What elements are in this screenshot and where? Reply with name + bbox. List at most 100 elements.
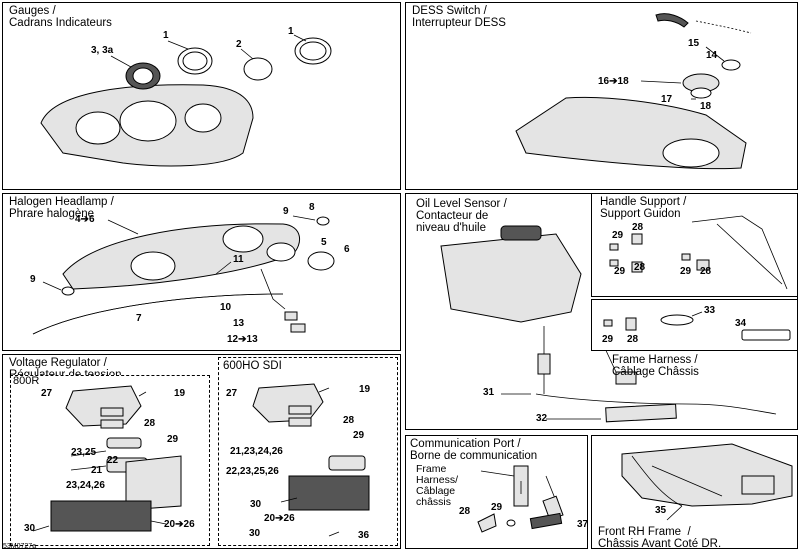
headlamp-label-10: 10 <box>220 302 232 313</box>
oil-sensor-title: Oil Level Sensor / Contacteur de niveau … <box>416 198 507 234</box>
v800r-label-23-24-26: 23,24,26 <box>66 480 105 491</box>
v600-label-36: 36 <box>358 530 370 541</box>
gauges-label-3-3a: 3, 3a <box>91 45 114 56</box>
handle-support-drawing <box>609 215 788 290</box>
front-frame-panel: Front RH Frame / Châssis Avant Coté DR. … <box>591 435 798 550</box>
tube-34 <box>741 329 791 341</box>
drawing-code: 53M0727a <box>3 543 37 550</box>
v600-label-30a: 30 <box>250 499 262 510</box>
headlamp-label-4-6: 4➔6 <box>75 214 95 225</box>
headlamp-label-13: 13 <box>233 318 245 329</box>
dess-label-17: 17 <box>661 94 673 105</box>
handle-support-title: Handle Support / Support Guidon <box>600 196 687 220</box>
gauge-opening-left <box>75 111 121 145</box>
v600-label-28: 28 <box>343 415 355 426</box>
handle-label-28a: 28 <box>632 222 644 233</box>
clip-17 <box>690 87 712 99</box>
comm-label-37: 37 <box>577 519 589 530</box>
gauges-label-2: 2 <box>236 39 242 50</box>
gauge-opening-right <box>184 103 222 133</box>
handle-label-28b: 28 <box>634 262 646 273</box>
v800r-label-21: 21 <box>91 465 103 476</box>
v800r-label-28: 28 <box>144 418 156 429</box>
v600-label-19: 19 <box>359 384 371 395</box>
part-28 <box>477 513 497 533</box>
headlamp-label-9b: 9 <box>30 274 36 285</box>
frame-harness-title: Frame Harness / Câblage Châssis <box>612 354 699 378</box>
v600-label-21-23-24-26: 21,23,24,26 <box>230 446 283 457</box>
comm-port-harness-label: Frame Harness/ Câblage châssis <box>416 463 459 508</box>
v600-title: 600HO SDI <box>223 360 282 372</box>
headlamp-drawing <box>32 215 335 335</box>
v800r-drawing <box>32 385 182 532</box>
headlamp-label-9a: 9 <box>283 206 289 217</box>
gauge-opening-center <box>119 100 177 142</box>
v600-label-20-26: 20➔26 <box>264 513 295 524</box>
dess-label-15: 15 <box>688 38 700 49</box>
headlamp-housing <box>62 223 301 290</box>
tether-cord-15 <box>655 13 689 28</box>
v600-label-29: 29 <box>353 430 365 441</box>
comm-port-drawing <box>477 465 564 533</box>
gauges-label-1b: 1 <box>288 26 294 37</box>
dess-label-14: 14 <box>706 50 718 61</box>
v800r-title: 800R <box>13 375 40 387</box>
v800r-label-20-26: 20➔26 <box>164 519 195 530</box>
oil-label-31: 31 <box>483 387 495 398</box>
headlamp-label-8: 8 <box>309 202 315 213</box>
tie-wrap-33 <box>660 314 694 326</box>
comm-label-29: 29 <box>491 502 503 513</box>
v600-label-27: 27 <box>226 388 238 399</box>
v600-label-22-23-25-26: 22,23,25,26 <box>226 466 279 477</box>
v800r-label-23-25: 23,25 <box>71 447 97 458</box>
headlamp-panel: Halogen Headlamp / Phrare halogène 8 4➔6… <box>2 193 401 351</box>
kit-panel: 33 34 29 28 <box>591 299 798 351</box>
handle-label-29a: 29 <box>612 230 624 241</box>
v800r-label-30: 30 <box>24 523 36 534</box>
headlamp-label-7: 7 <box>136 313 142 324</box>
headlamp-label-12-13: 12➔13 <box>227 334 258 345</box>
bulb-5 <box>266 242 296 262</box>
v800r-subpanel: 800R 27 19 28 29 23,25 22 21 23,24,26 30… <box>10 375 210 546</box>
v800r-label-29: 29 <box>167 434 179 445</box>
front-label-35: 35 <box>655 505 667 516</box>
handle-support-panel: Handle Support / Support Guidon 29 28 28… <box>591 193 798 297</box>
v800r-label-27: 27 <box>41 388 53 399</box>
gauges-panel: Gauges / Cadrans Indicateurs 1 3, 3a 2 1 <box>2 2 401 190</box>
kit-drawing <box>603 311 791 341</box>
oil-sensor-drawing <box>440 225 777 423</box>
front-frame-title: Front RH Frame / Châssis Avant Coté DR. <box>598 526 722 550</box>
nut-14 <box>721 59 741 71</box>
nut-8 <box>316 216 330 226</box>
headlamp-title: Halogen Headlamp / Phrare halogène <box>9 196 114 220</box>
kit-label-34: 34 <box>735 318 747 329</box>
headlamp-label-5: 5 <box>321 237 327 248</box>
gauges-label-1a: 1 <box>163 30 169 41</box>
v600-label-30b: 30 <box>249 528 261 539</box>
v800r-label-19: 19 <box>174 388 186 399</box>
headlamp-label-11: 11 <box>233 254 244 265</box>
kit-label-33: 33 <box>704 305 716 316</box>
dess-title: DESS Switch / Interrupteur DESS <box>412 5 506 29</box>
comm-port-title: Communication Port / Borne de communicat… <box>410 438 538 462</box>
gauges-drawing <box>40 34 332 167</box>
handle-label-29c: 29 <box>680 266 692 277</box>
dess-label-16-18: 16➔18 <box>598 76 629 87</box>
oil-tank <box>440 233 582 323</box>
comm-port-panel: Communication Port / Borne de communicat… <box>405 435 588 549</box>
oil-label-32: 32 <box>536 413 548 424</box>
nut-9 <box>61 286 75 296</box>
dess-panel: DESS Switch / Interrupteur DESS 15 14 16… <box>405 2 798 190</box>
handle-label-29b: 29 <box>614 266 626 277</box>
kit-label-28: 28 <box>627 334 639 345</box>
cap-6 <box>307 251 335 271</box>
front-frame-drawing <box>621 443 793 521</box>
v600-drawing <box>252 383 370 537</box>
headlamp-label-6: 6 <box>344 244 350 255</box>
kit-label-29: 29 <box>602 334 614 345</box>
dess-drawing <box>515 13 752 170</box>
bracket-27-600 <box>252 383 324 423</box>
v600-subpanel: 600HO SDI 27 19 28 29 21,23,24,26 22,23,… <box>218 357 398 546</box>
comm-label-28: 28 <box>459 506 471 517</box>
lens-2 <box>243 57 273 81</box>
